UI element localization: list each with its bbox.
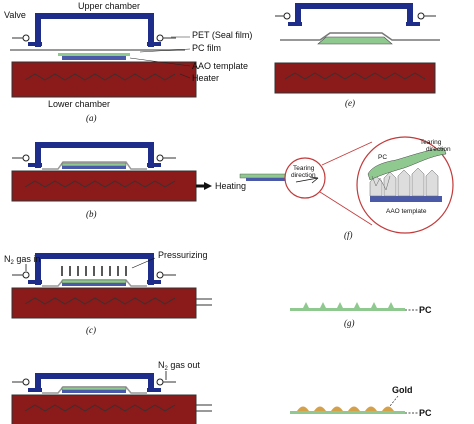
- panel-d: N2 gas out: [11, 360, 212, 424]
- valve-label: Valve: [4, 10, 26, 20]
- panel-c: N2 gas in Pressurizing (c): [4, 250, 212, 335]
- valve-icon-left-c: [22, 271, 30, 279]
- heater-label: Heater: [192, 73, 219, 83]
- panel-f: Tearing direction PC Tearing direction A…: [239, 136, 454, 240]
- magnifier-small-circle: [284, 157, 326, 199]
- valve-icon-left-b: [22, 154, 30, 162]
- panel-h: Gold PC: [290, 385, 432, 418]
- upper-chamber-a: [35, 13, 154, 47]
- tearing-direction-label-2: direction: [291, 172, 316, 179]
- pc-peeled-film: [367, 147, 447, 181]
- gold-coated-pillars: [297, 406, 394, 411]
- caption-b: (b): [86, 209, 97, 219]
- aao-template-a: [62, 56, 126, 60]
- pc-film-g: [290, 308, 405, 311]
- chamber-foot-left-a: [28, 42, 42, 46]
- pc-strip-f: [239, 173, 289, 179]
- pc-film-b: [61, 162, 127, 167]
- pc-film-c: [61, 279, 127, 284]
- valve-icon-left-d: [22, 378, 30, 386]
- caption-c: (c): [86, 325, 96, 335]
- valve-icon-left-a: [22, 34, 30, 42]
- upper-chamber-b: [35, 142, 154, 168]
- upper-chamber-c: [35, 253, 154, 285]
- n2-gas-out-label: N2 gas out: [158, 360, 200, 372]
- pressurizing-label: Pressurizing: [158, 250, 208, 260]
- heater-coil-a: [24, 73, 176, 81]
- heating-label: Heating: [215, 181, 246, 191]
- pet-label: PET (Seal film): [192, 30, 252, 40]
- chamber-foot-right-a: [147, 42, 161, 46]
- valve-icon-right-c: [156, 271, 164, 279]
- aao-small-label: AAO template: [386, 208, 427, 215]
- valve-icon-right-d: [156, 378, 164, 386]
- caption-a: (a): [86, 113, 97, 123]
- pc-small-label: PC: [378, 154, 387, 161]
- caption-f: (f): [344, 230, 353, 240]
- upper-chamber-label: Upper chamber: [78, 1, 140, 11]
- panel-a: Valve Upper chamber PET (Seal film) PC f…: [4, 1, 252, 123]
- pc-label-g: PC: [419, 305, 432, 315]
- lower-chamber-label: Lower chamber: [48, 99, 110, 109]
- panel-e: (e): [274, 3, 440, 108]
- panel-b: Heating (b): [11, 142, 246, 219]
- heater-block-e: [274, 62, 436, 94]
- pc-film-e: [317, 36, 393, 45]
- upper-chamber-e: [295, 3, 413, 26]
- pc-film-a: [58, 53, 130, 56]
- pet-film-a: [10, 49, 185, 51]
- valve-icon-right-e: [417, 12, 425, 20]
- heating-arrow-icon: [196, 182, 212, 190]
- pet-film-e: [280, 32, 440, 41]
- valve-icon-left-e: [283, 12, 291, 20]
- pc-film-d: [61, 386, 127, 391]
- tearing-direction-label-3: Tearing: [420, 139, 442, 146]
- valve-icon-right-a: [156, 34, 164, 42]
- gold-label: Gold: [392, 385, 413, 395]
- pc-film-h: [290, 411, 405, 414]
- caption-e: (e): [345, 98, 355, 108]
- panel-g: PC (g): [290, 302, 432, 328]
- pc-nanopillars-g: [303, 302, 394, 308]
- tearing-direction-label-1: Tearing: [293, 165, 315, 172]
- pc-film-label: PC film: [192, 43, 221, 53]
- pressure-arrows: [61, 266, 127, 276]
- caption-g: (g): [344, 318, 355, 328]
- upper-chamber-d: [35, 373, 154, 392]
- pc-label-h: PC: [419, 408, 432, 418]
- tearing-direction-label-4: direction: [426, 146, 451, 153]
- valve-icon-right-b: [156, 154, 164, 162]
- n2-gas-in-label: N2 gas in: [4, 254, 40, 266]
- aao-template-label: AAO template: [192, 61, 248, 71]
- heater-block-d: [11, 394, 197, 424]
